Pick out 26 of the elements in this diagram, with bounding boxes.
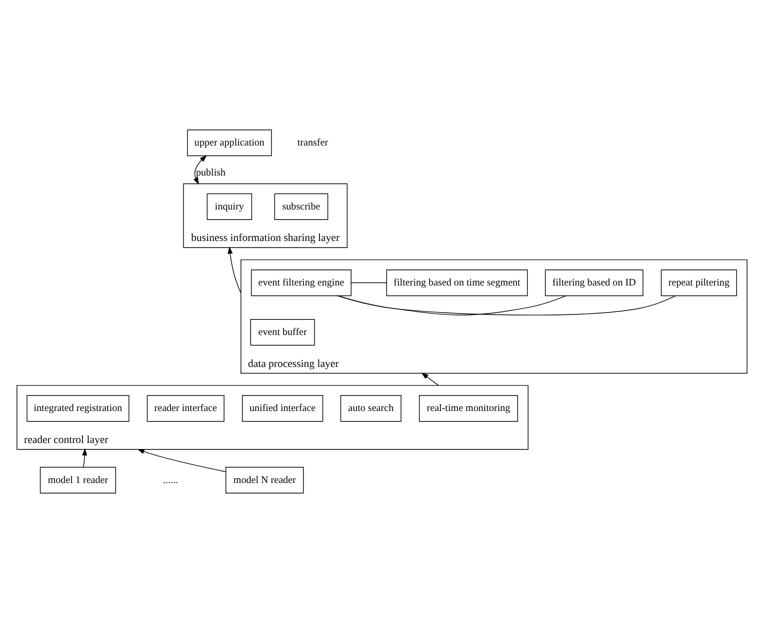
arrow bbox=[193, 154, 207, 184]
label: ...... bbox=[163, 474, 178, 486]
node-box: event filtering engine bbox=[250, 269, 352, 296]
arrow bbox=[421, 372, 439, 386]
connector bbox=[337, 294, 566, 315]
node-box: auto search bbox=[340, 394, 402, 422]
node-box: unified interface bbox=[242, 394, 324, 422]
arrow bbox=[137, 448, 226, 472]
node-box: reader interface bbox=[146, 394, 224, 422]
node-box: integrated registration bbox=[26, 394, 130, 422]
node-box: event buffer bbox=[250, 318, 315, 346]
node-box: filtering based on time segment bbox=[386, 269, 528, 296]
arrow bbox=[82, 448, 88, 468]
node-box: upper application bbox=[187, 129, 272, 156]
node-box: inquiry bbox=[206, 192, 252, 220]
node-box: subscribe bbox=[274, 192, 328, 220]
connector bbox=[337, 294, 676, 315]
node-box: repeat piltering bbox=[660, 269, 737, 296]
connector bbox=[350, 282, 387, 283]
arrow bbox=[228, 246, 242, 293]
label: transfer bbox=[297, 136, 328, 148]
node-box: real-time monitoring bbox=[418, 394, 518, 422]
node-box: model N reader bbox=[226, 466, 304, 493]
node-box: model 1 reader bbox=[40, 466, 116, 493]
node-box: filtering based on ID bbox=[544, 269, 644, 296]
edge-label: publish bbox=[196, 166, 226, 178]
